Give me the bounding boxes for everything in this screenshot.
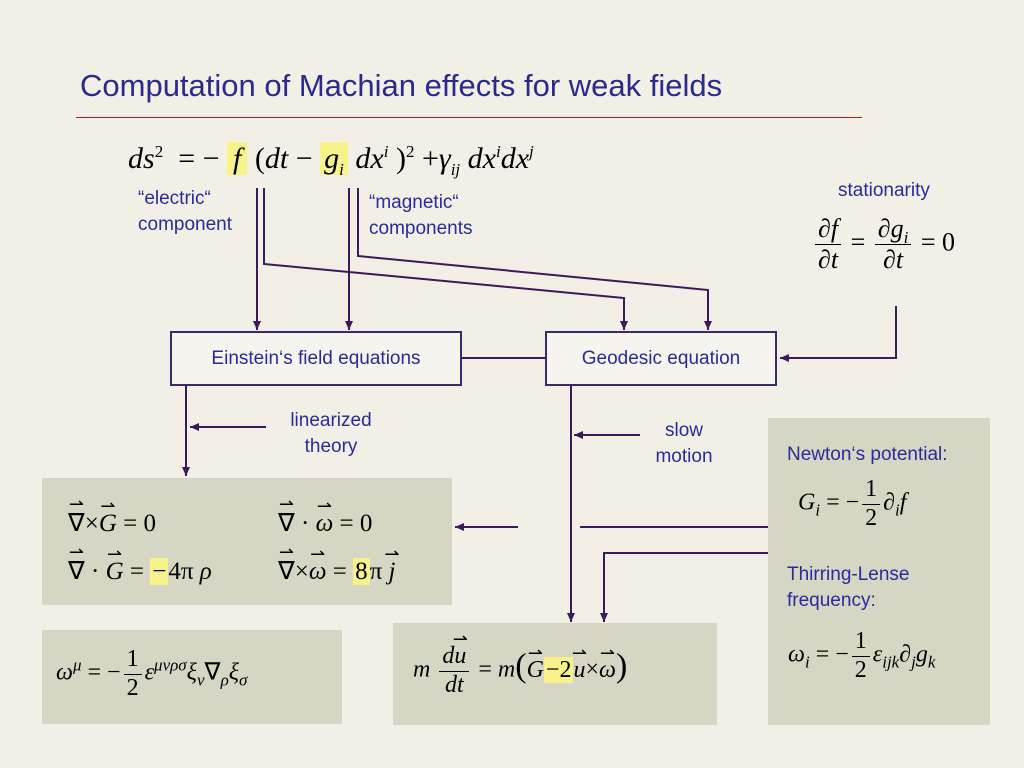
two-highlight: −2: [543, 656, 574, 683]
magnetic-label: “magnetic“components: [369, 192, 473, 239]
equation-of-motion-panel: m dudt = m(G−2u×ω): [393, 623, 717, 725]
einstein-field-equations-box: Einstein‘s field equations: [170, 331, 462, 386]
stationarity-label: stationarity: [838, 180, 930, 201]
minus-highlight: −: [150, 558, 169, 585]
curl-omega-equation: ∇×ω = 8π j: [278, 556, 395, 586]
curl-g-equation: ∇×G = 0: [68, 508, 156, 538]
eight-highlight: 8: [353, 558, 370, 585]
equation-of-motion: m dudt = m(G−2u×ω): [413, 643, 627, 699]
page-title: Computation of Machian effects for weak …: [80, 68, 723, 103]
newton-potential-label: Newton‘s potential:: [787, 444, 948, 465]
arrow-newton-to-geodesic: [600, 552, 768, 622]
stationarity-equation: ∂f∂t = ∂gi∂t = 0: [812, 214, 955, 275]
div-omega-equation: ∇ · ω = 0: [278, 508, 372, 538]
f-highlight: f: [227, 142, 248, 175]
electric-label: “electric“component: [138, 188, 233, 235]
title-underline: [76, 117, 862, 118]
metric-equation: ds2 = − f (dt − gi dxi )2 +γij dxidxj: [128, 142, 534, 179]
geodesic-equation-box: Geodesic equation: [545, 331, 777, 386]
field-equations-panel: ∇×G = 0 ∇ · ω = 0 ∇ · G = −4π ρ ∇×ω = 8π…: [42, 478, 452, 605]
arrow-stationarity-to-geodesic: [780, 306, 897, 362]
g-highlight: gi: [320, 142, 348, 178]
arrow-f-to-geodesic: [263, 188, 628, 330]
div-g-equation: ∇ · G = −4π ρ: [68, 556, 212, 586]
arrow-g-to-geodesic: [357, 188, 712, 330]
